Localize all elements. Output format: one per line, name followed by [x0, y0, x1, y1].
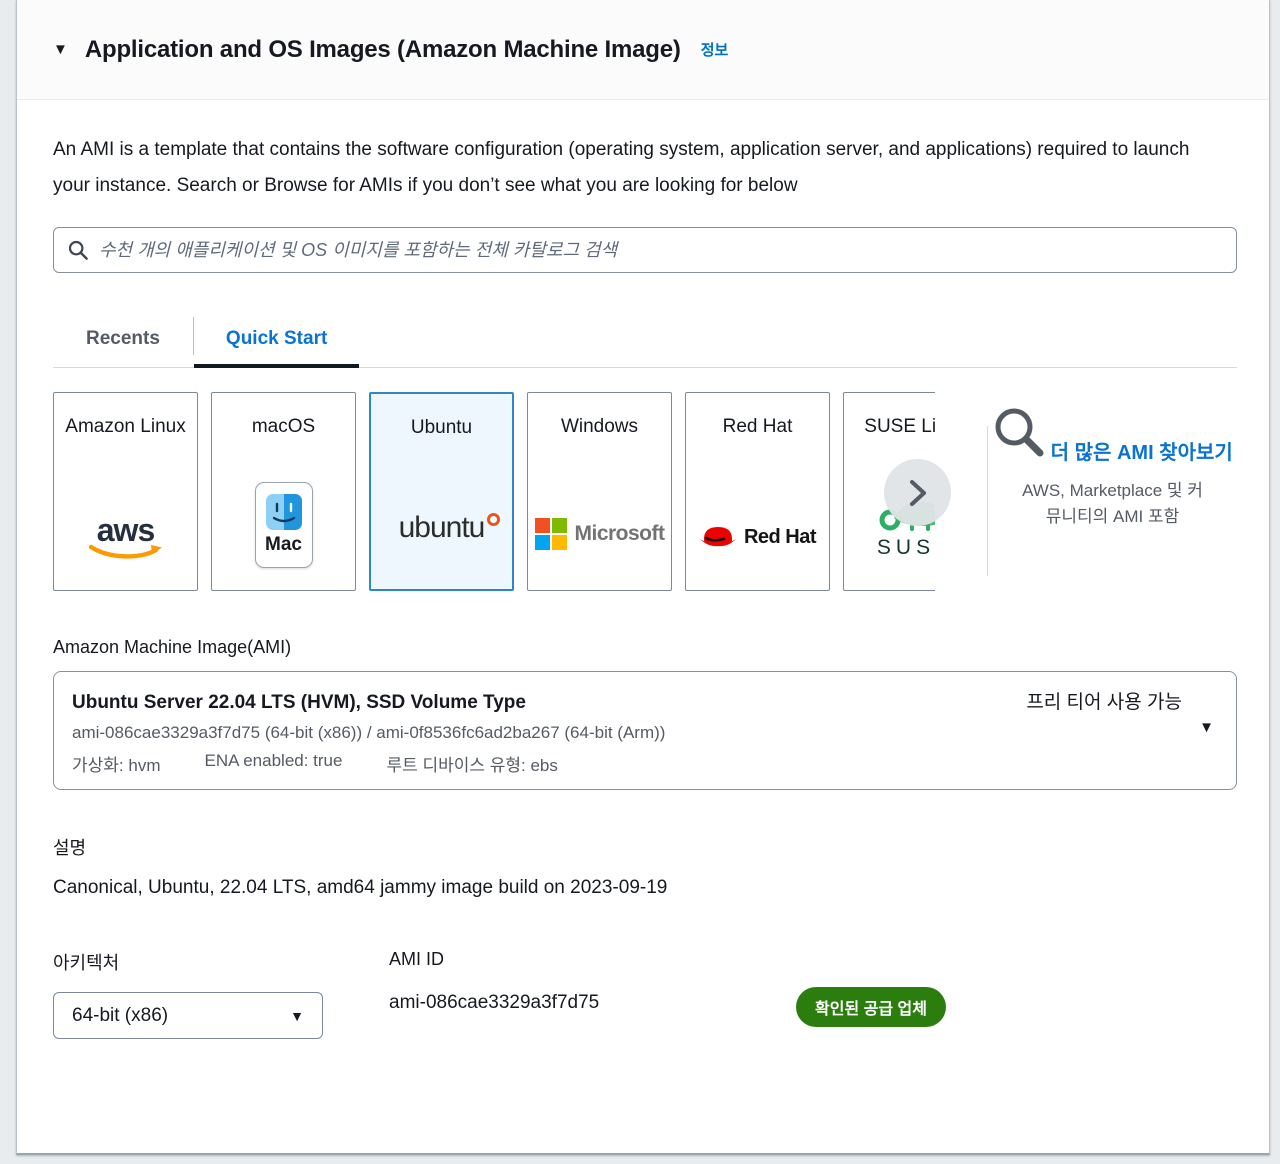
os-card-ubuntu[interactable]: Ubuntu ubuntu [369, 392, 514, 592]
os-card-windows[interactable]: Windows Microsoft [527, 392, 672, 592]
os-card-label: Windows [560, 416, 639, 438]
section-header[interactable]: ▼ Application and OS Images (Amazon Mach… [17, 0, 1269, 100]
carousel-next-button[interactable] [884, 459, 951, 527]
ubuntu-logo-icon: ubuntu [399, 511, 501, 545]
chevron-right-icon [909, 479, 926, 506]
tab-quick-start[interactable]: Quick Start [193, 311, 360, 369]
collapse-caret-icon[interactable]: ▼ [53, 41, 68, 58]
browse-more-ami-link[interactable]: 더 많은 AMI 찾아보기 [1050, 442, 1233, 465]
architecture-label: 아키텍처 [53, 953, 120, 974]
ami-root-device: 루트 디바이스 유형: ebs [386, 756, 558, 776]
architecture-value: 64-bit (x86) [72, 1004, 169, 1026]
ami-ids: ami-086cae3329a3f7d75 (64-bit (x86)) / a… [72, 723, 666, 743]
os-card-label: macOS [251, 416, 316, 438]
mac-finder-icon: Mac [254, 482, 313, 569]
os-cards-carousel: Amazon Linux aws macOS [53, 392, 935, 592]
free-tier-label: 프리 티어 사용 가능 [1026, 692, 1182, 714]
os-card-label: Ubuntu [410, 417, 473, 439]
ami-section-panel: ▼ Application and OS Images (Amazon Mach… [16, 0, 1270, 1155]
search-icon [68, 240, 88, 260]
ami-search-input[interactable] [99, 239, 1222, 261]
os-card-red-hat[interactable]: Red Hat Red Hat [685, 392, 830, 592]
os-cards-row: Amazon Linux aws macOS [53, 392, 1237, 592]
tab-recents[interactable]: Recents [86, 328, 160, 350]
description-label: 설명 [53, 838, 87, 859]
aws-logo-icon: aws [88, 515, 164, 562]
ami-meta: 가상화: hvm ENA enabled: true 루트 디바이스 유형: e… [72, 751, 1218, 776]
os-card-amazon-linux[interactable]: Amazon Linux aws [53, 392, 198, 592]
ami-select-label: Amazon Machine Image(AMI) [53, 637, 292, 658]
section-title: Application and OS Images (Amazon Machin… [84, 35, 681, 63]
description-value: Canonical, Ubuntu, 22.04 LTS, amd64 jamm… [53, 877, 668, 899]
browse-more-subtext: AWS, Marketplace 및 커 뮤니티의 AMI 포함 [1022, 481, 1203, 526]
os-card-label: Amazon Linux [65, 416, 186, 438]
ami-source-tabs: Recents Quick Start [53, 311, 1237, 369]
section-description: An AMI is a template that contains the s… [53, 139, 1190, 196]
tab-divider [192, 317, 194, 356]
browse-more-block: 더 많은 AMI 찾아보기 AWS, Marketplace 및 커 뮤니티의 … [988, 392, 1237, 591]
info-link[interactable]: 정보 [700, 42, 729, 59]
architecture-row: 아키텍처 64-bit (x86) ▼ AMI ID ami-086cae332… [53, 949, 1237, 1040]
ami-virtualization: 가상화: hvm [72, 756, 161, 776]
os-card-macos[interactable]: macOS Mac [211, 392, 356, 592]
chevron-down-icon: ▼ [290, 1007, 304, 1024]
aws-swoosh-icon [88, 544, 162, 559]
ami-id-value: ami-086cae3329a3f7d75 [389, 992, 600, 1014]
ubuntu-circle-icon [487, 513, 501, 527]
ami-id-label: AMI ID [389, 949, 445, 970]
architecture-select[interactable]: 64-bit (x86) ▼ [53, 992, 323, 1040]
chevron-down-icon: ▼ [1199, 719, 1214, 737]
os-card-label: Red Hat [722, 416, 793, 438]
red-hat-logo-icon: Red Hat [699, 524, 817, 550]
os-card-label: SUSE Linux [864, 416, 935, 438]
ami-name: Ubuntu Server 22.04 LTS (HVM), SSD Volum… [72, 692, 526, 714]
verified-provider-badge: 확인된 공급 업체 [796, 987, 946, 1028]
ami-dropdown[interactable]: Ubuntu Server 22.04 LTS (HVM), SSD Volum… [53, 671, 1237, 791]
microsoft-logo-icon: Microsoft [534, 518, 665, 551]
browse-search-icon [995, 408, 1044, 457]
ami-ena-enabled: ENA enabled: true [204, 751, 343, 771]
ami-search-box[interactable] [53, 227, 1237, 274]
vertical-divider [987, 426, 988, 577]
